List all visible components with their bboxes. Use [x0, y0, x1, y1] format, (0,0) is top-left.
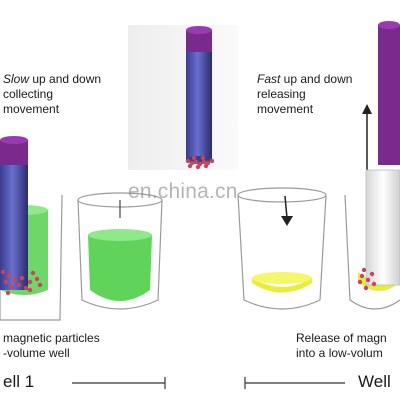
up-arrow: [362, 104, 372, 172]
magnetic-particle: [369, 271, 375, 277]
magnetic-particle: [16, 282, 22, 288]
magnetic-particle: [27, 287, 33, 293]
fast-movement-label: Fast up and down releasing movement: [257, 72, 377, 117]
magnetic-particle: [363, 285, 369, 291]
top-rod-particles: [185, 155, 215, 170]
left-well-1: [0, 136, 63, 321]
magnetic-particle: [37, 282, 43, 288]
right-well-2: [344, 169, 400, 310]
magnetic-particle: [3, 279, 9, 285]
inset-background: [128, 25, 238, 170]
magnetic-particle: [30, 270, 36, 276]
magnetic-particle: [195, 164, 201, 170]
right-magnetic-rod: [378, 21, 400, 165]
magnetic-particle: [12, 277, 18, 283]
slow-movement-label: Slow up and down collecting movement: [3, 72, 123, 117]
left-caption: magnetic particles -volume well: [3, 331, 100, 360]
top-magnetic-rod: [186, 26, 212, 164]
magnetic-particle: [357, 279, 363, 285]
magnetic-particle: [34, 276, 40, 282]
left-well-2: [77, 192, 163, 310]
magnetic-particle: [191, 155, 197, 161]
magnetic-particle: [27, 279, 33, 285]
watermark: en.china.cn: [128, 180, 238, 203]
magnetic-particle: [200, 155, 206, 161]
slow-speed-word: Slow: [3, 72, 30, 86]
magnetic-particle: [187, 163, 193, 169]
magnetic-particle: [209, 158, 215, 164]
magnetic-particle: [23, 285, 29, 291]
magnetic-particle: [361, 267, 367, 273]
magnetic-particle: [0, 269, 6, 275]
slow-movement-rest: up and down collecting movement: [3, 72, 102, 116]
magnetic-particle: [365, 277, 371, 283]
magnetic-particle: [201, 159, 207, 165]
magnetic-particle: [5, 290, 11, 296]
right-well-particles: [357, 267, 377, 291]
well-2-label: Well: [358, 372, 391, 391]
right-well-1: [237, 187, 327, 310]
fast-speed-word: Fast: [257, 72, 281, 86]
well-1-label: ell 1: [3, 372, 35, 391]
magnetic-particle: [359, 273, 365, 279]
magnetic-particle: [6, 273, 12, 279]
right-caption: Release of magn into a low-volum: [296, 331, 387, 360]
magnetic-particle: [371, 281, 377, 287]
left-well-particles: [0, 269, 43, 296]
fast-movement-rest: up and down releasing movement: [257, 72, 353, 116]
magnetic-particle: [203, 163, 209, 169]
magnetic-particle: [19, 275, 25, 281]
magnetic-particle: [9, 284, 15, 290]
magnetic-particle: [193, 159, 199, 165]
magnetic-particle: [185, 158, 191, 164]
